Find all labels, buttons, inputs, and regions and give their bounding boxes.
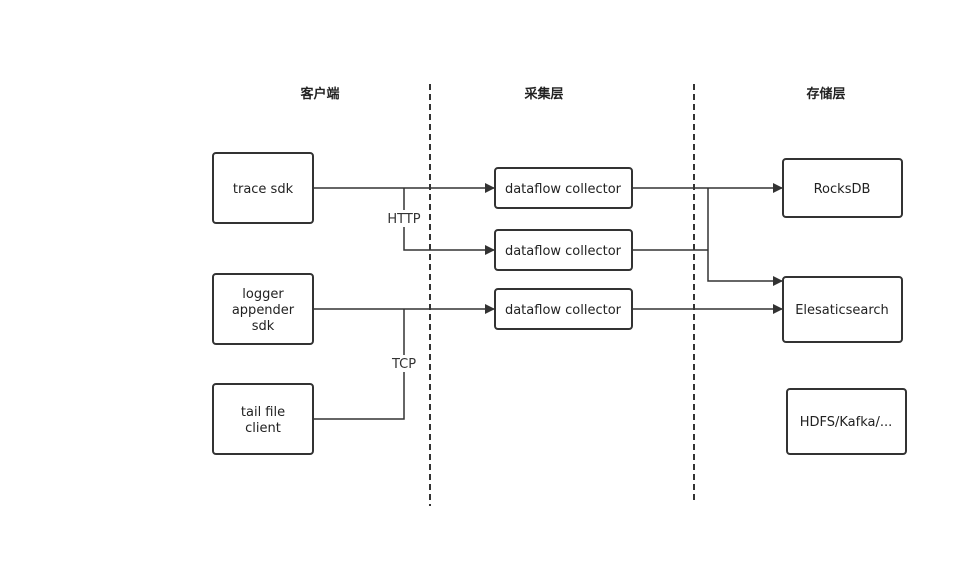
node-trace-sdk: trace sdk <box>212 152 314 224</box>
edge-tailfile-to-collector-3 <box>313 309 405 420</box>
layer-header-storage: 存储层 <box>806 86 845 102</box>
node-hdfs-kafka: HDFS/Kafka/... <box>786 388 907 455</box>
edge-trace-to-collector-2 <box>403 188 495 255</box>
node-rocksdb: RocksDB <box>782 158 903 218</box>
node-label: HDFS/Kafka/... <box>800 415 893 430</box>
node-logger-appender-sdk: logger appender sdk <box>212 273 314 345</box>
node-collector-1: dataflow collector <box>494 167 633 209</box>
node-label: logger <box>242 287 284 302</box>
node-label: appender <box>232 303 295 318</box>
node-label: Elesaticsearch <box>795 303 889 318</box>
tcp-label-background <box>388 355 420 372</box>
node-label: dataflow collector <box>505 244 622 259</box>
node-label: sdk <box>252 319 275 334</box>
node-collector-2: dataflow collector <box>494 229 633 271</box>
node-tail-file-client: tail file client <box>212 383 314 455</box>
node-collector-3: dataflow collector <box>494 288 633 330</box>
layer-header-collect: 采集层 <box>523 86 563 102</box>
node-label: dataflow collector <box>505 182 622 197</box>
layer-header-client: 客户端 <box>300 86 339 102</box>
edge-collector-1-to-elasticsearch <box>707 188 783 286</box>
edge-label-http: HTTP <box>387 212 420 227</box>
node-label: dataflow collector <box>505 303 622 318</box>
node-label: client <box>245 421 281 436</box>
node-label: RocksDB <box>814 182 871 197</box>
edge-label-tcp: TCP <box>391 357 416 372</box>
node-elasticsearch: Elesaticsearch <box>782 276 903 343</box>
http-label-background <box>384 210 424 227</box>
node-label: trace sdk <box>233 182 294 197</box>
node-label: tail file <box>241 405 285 420</box>
